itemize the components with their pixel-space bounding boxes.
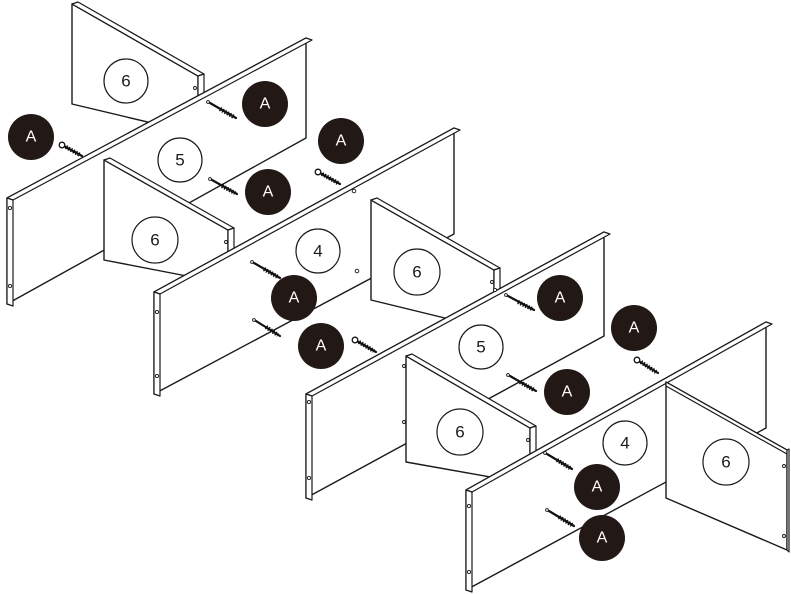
- screw-icon: [250, 260, 282, 280]
- screw-icon: [208, 177, 239, 196]
- screw-icon: [506, 373, 538, 393]
- part-number-label: 6: [721, 453, 730, 472]
- svg-text:A: A: [289, 290, 300, 307]
- part-label-circle: [103, 58, 149, 104]
- hardware-callout: A: [298, 323, 344, 369]
- screw-icon: [504, 293, 536, 312]
- screw-icon: [314, 168, 342, 186]
- part-number-label: 4: [313, 242, 322, 261]
- hardware-callout: A: [318, 118, 364, 164]
- hardware-callout: A: [242, 81, 288, 127]
- svg-text:A: A: [562, 384, 573, 401]
- hardware-callout: A: [245, 169, 291, 215]
- screw-icon: [545, 508, 576, 528]
- long-panel-5-lower: 5: [305, 231, 611, 501]
- part-label-circle: [157, 137, 203, 183]
- side-panel-6-front-right: 6: [665, 381, 790, 553]
- hardware-callout: A: [579, 515, 625, 561]
- long-panel-4-upper: 4: [153, 127, 461, 397]
- svg-text:A: A: [263, 184, 274, 201]
- hardware-callout: A: [574, 464, 620, 510]
- svg-text:A: A: [629, 320, 640, 337]
- part-number-label: 5: [175, 151, 184, 170]
- part-label-circle: [393, 248, 441, 296]
- part-label-circle: [702, 438, 750, 486]
- svg-text:A: A: [26, 129, 37, 146]
- svg-text:A: A: [336, 133, 347, 150]
- svg-text:A: A: [260, 96, 271, 113]
- part-label-circle: [295, 228, 341, 274]
- hardware-callout: A: [8, 114, 54, 160]
- part-number-label: 5: [476, 338, 485, 357]
- long-panel-4-lower: 4: [465, 321, 773, 593]
- part-number-label: 4: [620, 434, 629, 453]
- part-number-label: 6: [150, 231, 159, 250]
- part-label-circle: [458, 324, 504, 370]
- screw-icon: [58, 141, 84, 158]
- hardware-callout: A: [544, 369, 590, 415]
- svg-text:A: A: [316, 338, 327, 355]
- screw-icon: [252, 318, 282, 338]
- screw-icon: [206, 100, 238, 120]
- hardware-callout: A: [271, 275, 317, 321]
- part-label-circle: [131, 216, 179, 264]
- screw-icon: [351, 336, 378, 354]
- part-label-circle: [602, 420, 648, 466]
- part-number-label: 6: [412, 263, 421, 282]
- long-panel-5-upper: 5: [6, 37, 313, 307]
- screw-icon: [543, 451, 574, 471]
- side-panel-6-lower-mid: 6: [402, 353, 537, 485]
- hardware-callouts: A A A A A A A A: [8, 81, 657, 561]
- svg-text:A: A: [597, 530, 608, 547]
- part-label-circle: [436, 408, 484, 456]
- part-number-label: 6: [455, 423, 464, 442]
- screw-icon: [633, 356, 660, 375]
- hardware-callout: A: [537, 275, 583, 321]
- side-panel-top: 6: [71, 1, 205, 135]
- hardware-callout: A: [611, 305, 657, 351]
- svg-text:A: A: [555, 290, 566, 307]
- screws: [58, 100, 660, 528]
- part-number-label: 6: [121, 72, 130, 91]
- svg-text:A: A: [592, 479, 603, 496]
